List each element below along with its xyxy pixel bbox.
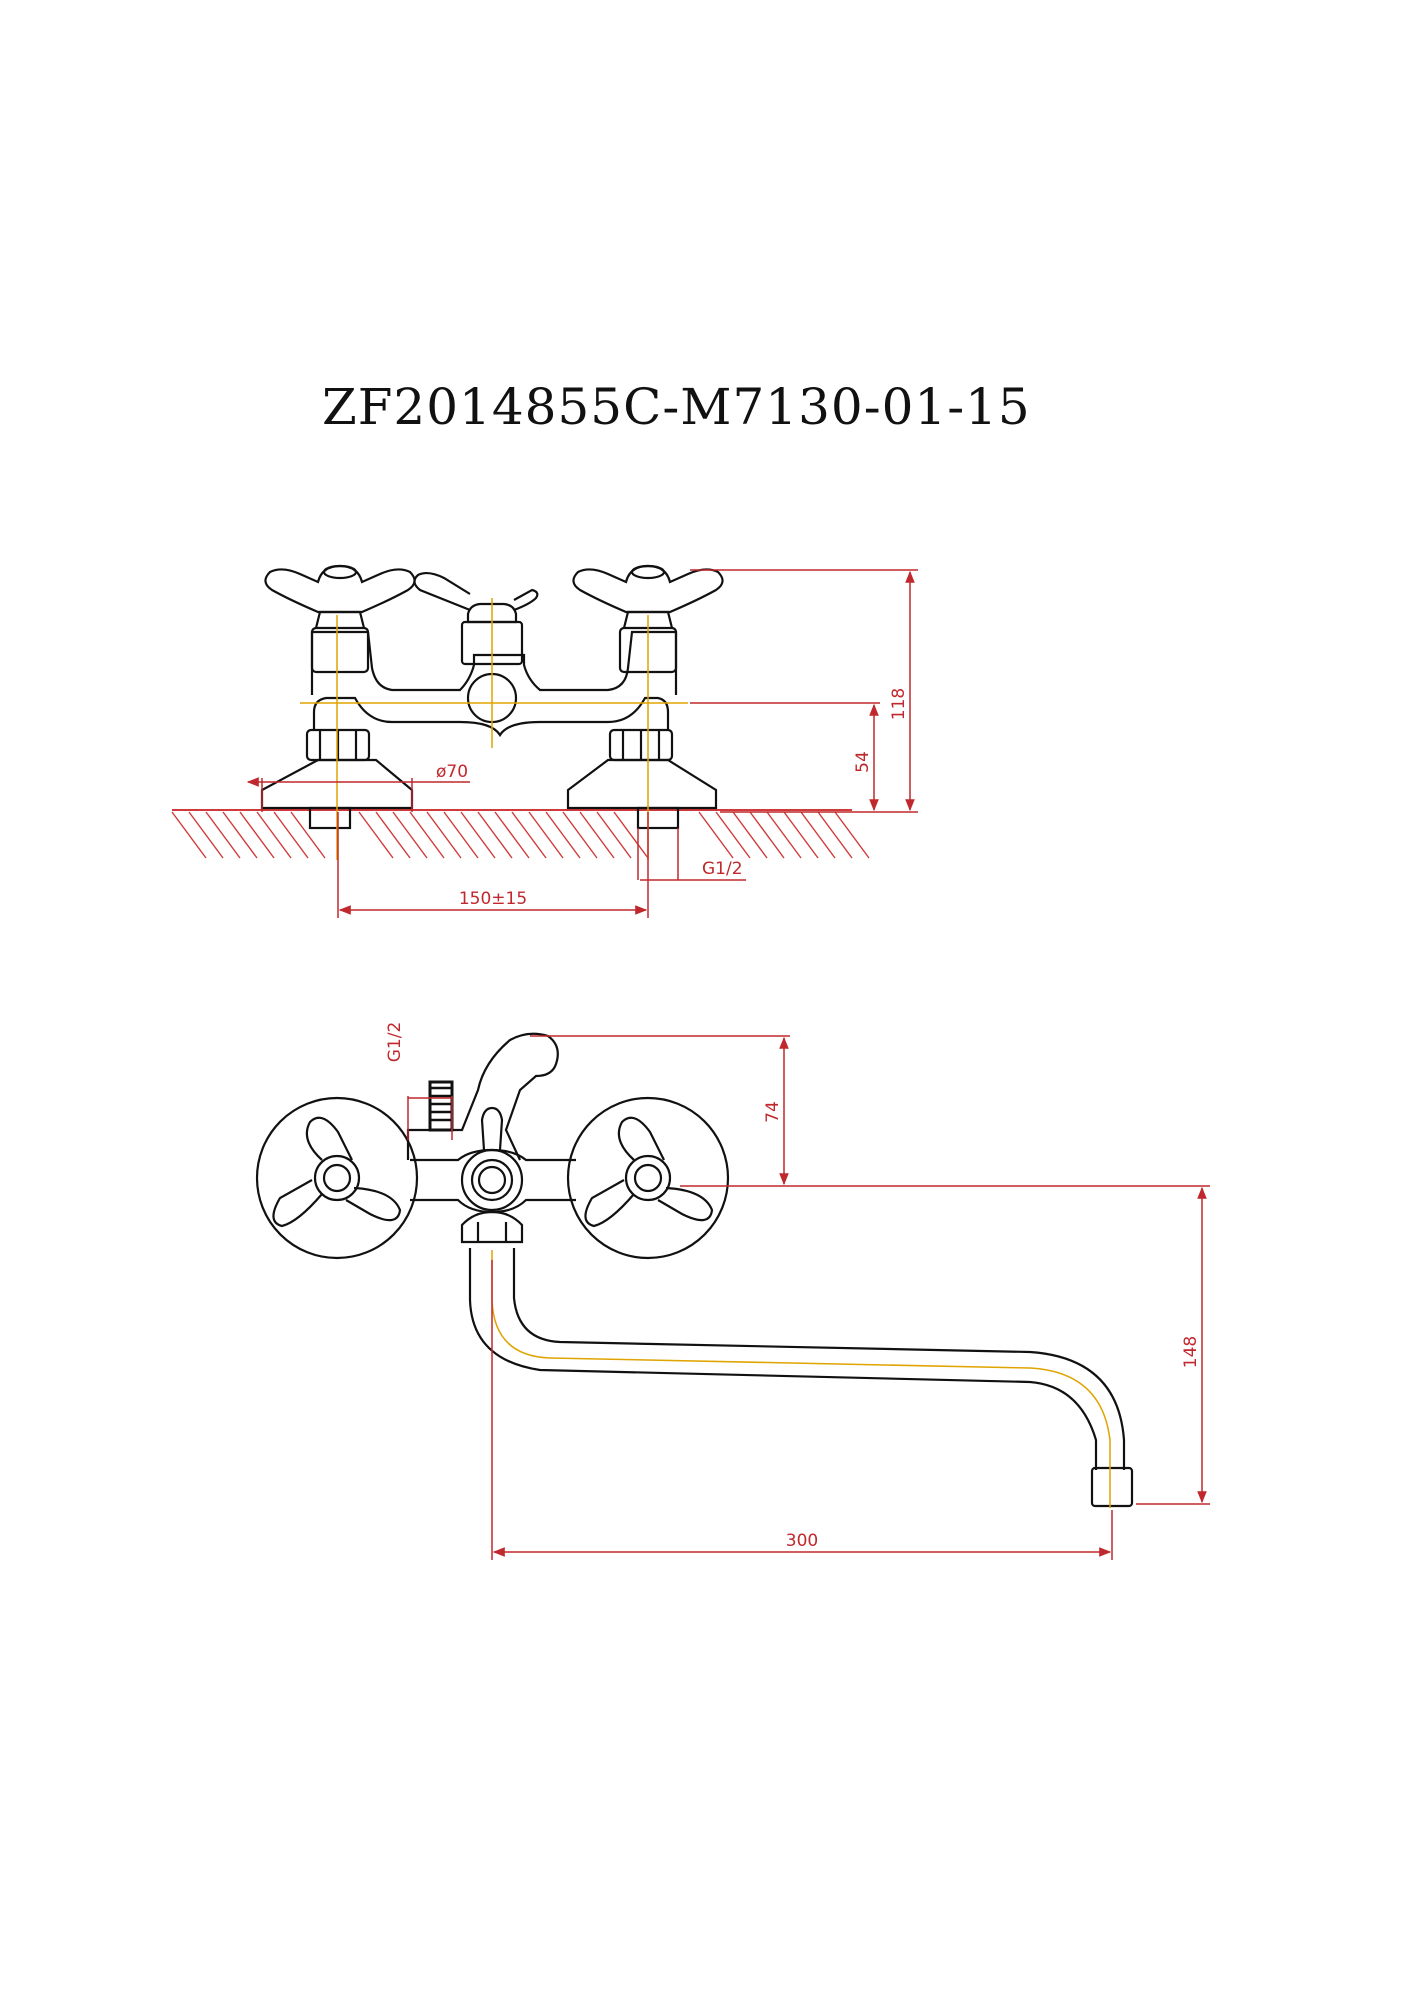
- dim-drop-148: 148: [1181, 1336, 1201, 1368]
- spout-nut: [460, 1210, 524, 1244]
- top-centerlines: [491, 1250, 1111, 1508]
- left-three-blade-handle: [272, 1116, 402, 1228]
- dim-flange-diameter: ø70: [436, 762, 468, 782]
- left-valve-column: [310, 626, 370, 674]
- left-cross-handle: [264, 564, 416, 614]
- right-cross-handle: [572, 564, 724, 614]
- swivel-spout: [468, 1248, 1126, 1470]
- right-three-blade-handle: [584, 1116, 714, 1228]
- diverter-top: [460, 1148, 524, 1212]
- dim-offset-74: 74: [763, 1101, 783, 1123]
- top-view: [255, 1032, 1134, 1508]
- dim-centers: 150±15: [459, 889, 527, 909]
- dim-reach-300: 300: [786, 1531, 818, 1551]
- floor-hatch: [171, 809, 870, 859]
- front-view: [171, 564, 870, 859]
- dim-height-118: 118: [889, 688, 909, 720]
- top-dimensions: [407, 1035, 1210, 1560]
- right-flange: [566, 758, 718, 810]
- dim-height-54: 54: [853, 751, 873, 773]
- right-handle-disk: [566, 1096, 730, 1260]
- spout-aerator: [1090, 1466, 1134, 1508]
- mixer-body: [312, 696, 670, 738]
- front-dimensions: [246, 569, 918, 918]
- drawing-title: ZF2014855C-M7130-01-15: [322, 378, 1031, 436]
- dim-thread-front: G1/2: [702, 859, 743, 879]
- dim-thread-top: G1/2: [385, 1022, 405, 1063]
- left-handle-disk: [255, 1096, 419, 1260]
